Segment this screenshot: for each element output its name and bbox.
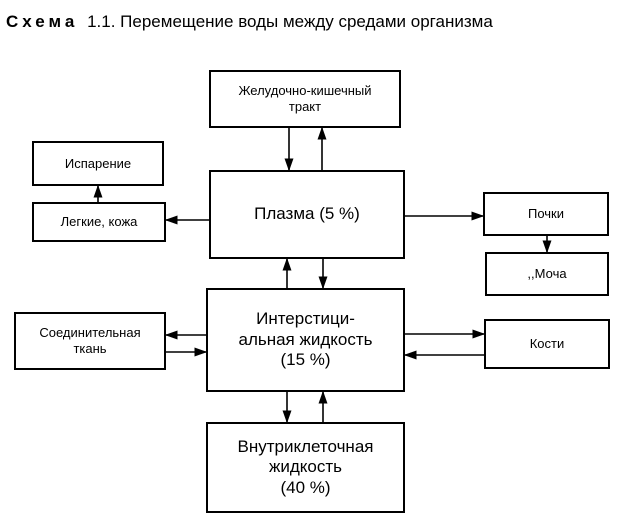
node-plasma: Плазма (5 %): [209, 170, 405, 259]
node-evaporation-label: Испарение: [64, 155, 132, 171]
node-connective-tissue-line1: Соединительная: [39, 325, 141, 341]
caption-text: 1.1. Перемещение воды между средами орга…: [87, 12, 493, 31]
node-intracellular-fluid-line3: (40 %): [280, 477, 331, 497]
node-gi-tract: Желудочно-кишечный тракт: [209, 70, 401, 128]
node-kidneys: Почки: [483, 192, 609, 236]
node-urine-label: ,,Моча: [527, 266, 567, 282]
node-gi-tract-line2: тракт: [288, 99, 322, 114]
node-kidneys-label: Почки: [527, 206, 564, 222]
node-bones-label: Кости: [529, 336, 565, 352]
node-intracellular-fluid-line2: жидкость: [268, 457, 342, 477]
caption-lead: Схема: [6, 12, 79, 31]
node-lungs-skin-label: Легкие, кожа: [60, 214, 138, 230]
node-evaporation: Испарение: [32, 141, 164, 186]
node-interstitial-fluid-line2: альная жидкость: [238, 329, 373, 349]
node-connective-tissue: Соединительная ткань: [14, 312, 166, 370]
diagram-caption: Схема 1.1. Перемещение воды между средам…: [6, 12, 493, 32]
node-interstitial-fluid: Интерстици- альная жидкость (15 %): [206, 288, 405, 392]
node-lungs-skin: Легкие, кожа: [32, 202, 166, 242]
node-interstitial-fluid-line3: (15 %): [280, 350, 331, 370]
node-urine: ,,Моча: [485, 252, 609, 296]
node-connective-tissue-line2: ткань: [73, 341, 107, 356]
node-intracellular-fluid: Внутриклеточная жидкость (40 %): [206, 422, 405, 513]
node-bones: Кости: [484, 319, 610, 369]
node-gi-tract-line1: Желудочно-кишечный: [238, 83, 372, 99]
node-plasma-label: Плазма (5 %): [254, 204, 360, 224]
node-intracellular-fluid-line1: Внутриклеточная: [237, 436, 374, 456]
node-interstitial-fluid-line1: Интерстици-: [256, 309, 355, 329]
